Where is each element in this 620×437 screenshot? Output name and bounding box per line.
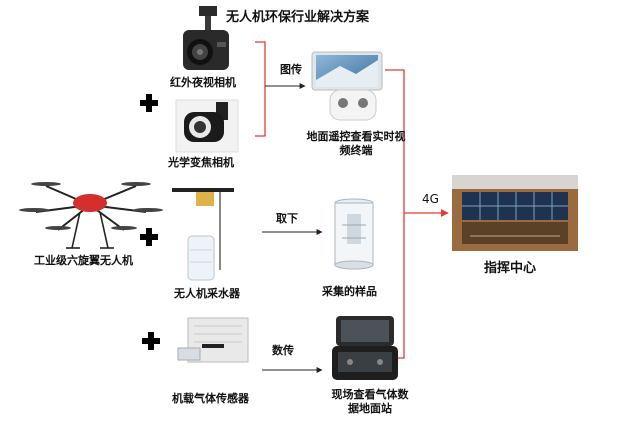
command-center-picture: [452, 175, 578, 251]
image-transmission-label: 图传: [280, 63, 302, 76]
gas-sensor-picture: [177, 317, 249, 363]
ir-camera-label: 红外夜视相机: [170, 76, 236, 89]
ground-remote-label: 地面遥控查看实时视频终端: [306, 130, 406, 157]
gas-sensor-label: 机载气体传感器: [172, 392, 249, 405]
ground-remote-picture: [311, 51, 383, 121]
water-sampler-picture: [172, 188, 234, 281]
ground-station-label: 现场查看气体数据地面站: [331, 388, 409, 415]
command-center-label: 指挥中心: [484, 261, 537, 276]
diagram-title: 无人机环保行业解决方案: [226, 10, 370, 25]
drone-label: 工业级六旋翼无人机: [34, 254, 133, 267]
camera-bracket: [255, 41, 266, 137]
zoom-camera-picture: [175, 99, 239, 153]
sample-picture: [334, 198, 374, 270]
plus-icon: [140, 94, 158, 112]
data-transmission-label: 数传: [272, 344, 294, 357]
plus-icon: [142, 332, 160, 350]
zoom-camera-label: 光学变焦相机: [168, 156, 234, 169]
network-bracket: [385, 69, 405, 359]
network-label: 4G: [422, 192, 439, 206]
drone-picture: [19, 182, 163, 249]
plus-icon: [140, 228, 158, 246]
ir-camera-picture: [183, 6, 229, 70]
collected-sample-label: 采集的样品: [322, 285, 377, 298]
remove-label: 取下: [276, 212, 298, 225]
water-sampler-label: 无人机采水器: [174, 287, 240, 300]
ground-station-picture: [332, 316, 398, 380]
